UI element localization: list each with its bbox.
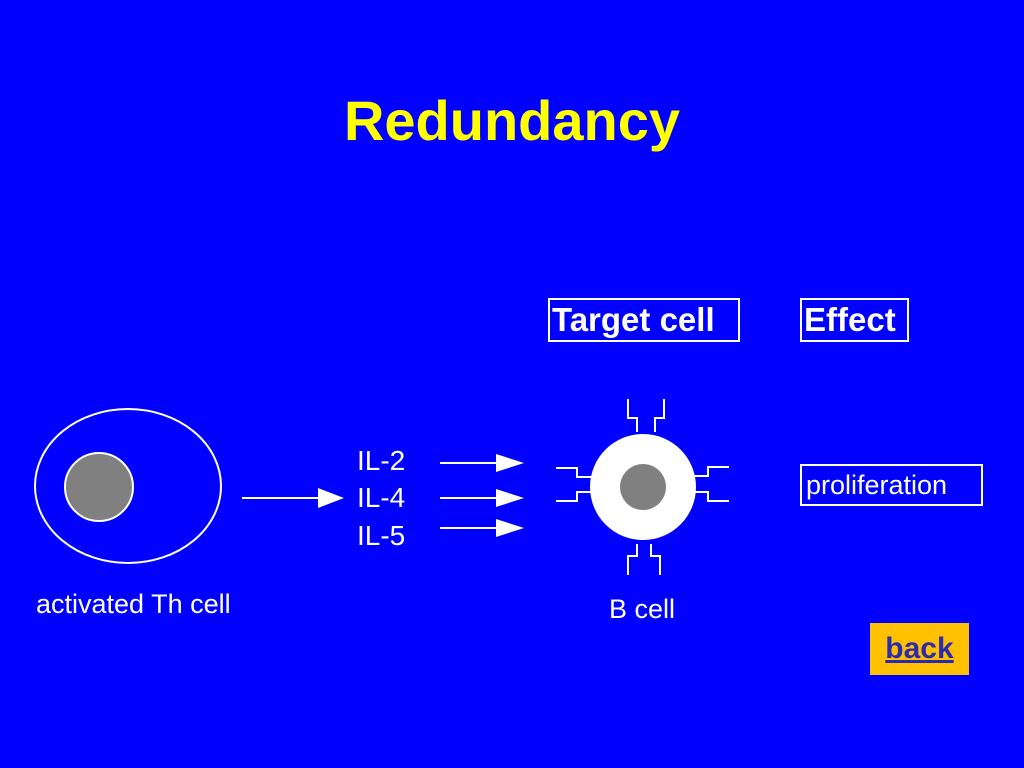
cytokine-arrow-il2 — [440, 454, 524, 472]
th-cell-nucleus — [64, 452, 134, 522]
cytokine-label-il4: IL-4 — [357, 482, 406, 513]
slide-title: Redundancy — [343, 89, 681, 152]
b-cell — [556, 399, 729, 575]
cytokine-label-il5: IL-5 — [357, 520, 406, 551]
cytokine-label-il2: IL-2 — [357, 445, 406, 476]
target-cell-header: Target cell — [548, 298, 740, 342]
b-cell-receptor-right — [694, 466, 729, 502]
b-cell-receptor-bottom — [627, 544, 661, 575]
th-cell-membrane — [34, 408, 222, 564]
secretion-arrow — [242, 488, 344, 508]
th-cell — [34, 408, 222, 564]
b-cell-receptor-left — [556, 467, 592, 502]
back-button-label[interactable]: back — [885, 632, 954, 665]
cytokine-arrow-il4 — [440, 489, 524, 507]
th-cell-label: activated Th cell — [36, 589, 231, 619]
b-cell-nucleus — [620, 464, 666, 510]
effect-proliferation: proliferation — [800, 464, 983, 506]
cytokine-arrow-il5 — [440, 519, 524, 537]
b-cell-label: B cell — [609, 594, 676, 624]
back-button[interactable]: back — [870, 623, 969, 675]
effect-header: Effect — [800, 298, 909, 342]
b-cell-receptor-top — [627, 399, 665, 432]
